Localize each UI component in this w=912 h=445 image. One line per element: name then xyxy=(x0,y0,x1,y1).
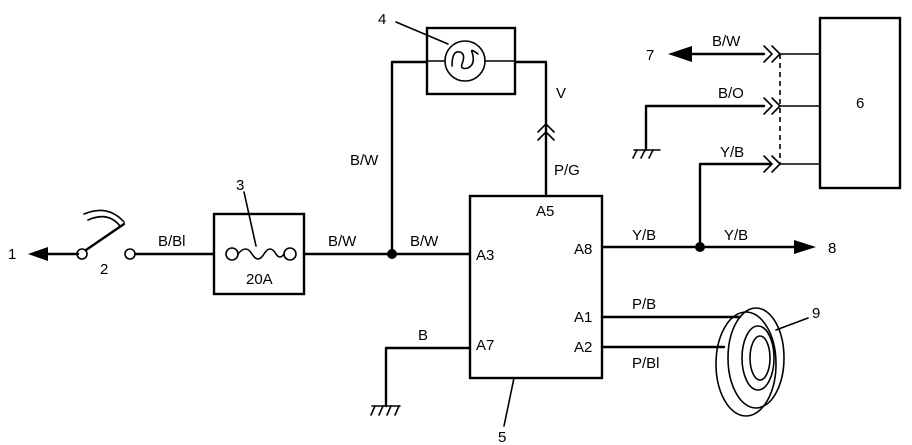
connector-middle xyxy=(763,97,821,115)
callout-8: 8 xyxy=(828,240,836,257)
ignition-switch xyxy=(76,209,136,260)
fuse-rating-label: 20A xyxy=(246,271,273,288)
pin-a1: A1 xyxy=(574,309,592,326)
callout-2: 2 xyxy=(100,261,108,278)
wire-label-b-bl: B/Bl xyxy=(158,233,186,250)
pin-a3: A3 xyxy=(476,247,494,264)
wire-label-b-w-fuse: B/W xyxy=(328,233,357,250)
ground-symbol-b-o xyxy=(632,149,661,159)
pin-a7: A7 xyxy=(476,337,494,354)
callout-3: 3 xyxy=(236,177,244,194)
wire-label-p-bl: P/Bl xyxy=(632,355,660,372)
wire-label-b: B xyxy=(418,327,428,344)
callout-4: 4 xyxy=(378,11,386,28)
wire-label-b-w-lamp: B/W xyxy=(350,152,379,169)
pin-a8: A8 xyxy=(574,241,592,258)
output-arrow-8 xyxy=(794,240,816,254)
ground-symbol-a7 xyxy=(370,405,401,416)
connector-v xyxy=(537,123,555,141)
connector-bottom xyxy=(763,155,821,173)
wire-label-p-g: P/G xyxy=(554,162,580,179)
wire-label-y-b-out: Y/B xyxy=(724,227,748,244)
unit-6 xyxy=(818,16,902,190)
wire-label-y-b-a8: Y/B xyxy=(632,227,656,244)
callout-1: 1 xyxy=(8,246,16,263)
wire-label-y-b-6: Y/B xyxy=(720,144,744,161)
callout-7: 7 xyxy=(646,47,654,64)
wire-label-v: V xyxy=(556,85,566,102)
pin-a5: A5 xyxy=(536,203,554,220)
callout-6: 6 xyxy=(856,95,864,112)
connector-top xyxy=(763,45,821,63)
wire-label-p-b: P/B xyxy=(632,296,656,313)
wire-label-b-w-a3: B/W xyxy=(410,233,439,250)
indicator-lamp xyxy=(425,26,517,96)
fuse-20a xyxy=(212,212,306,296)
pin-a2: A2 xyxy=(574,339,592,356)
output-arrow-1 xyxy=(28,247,80,261)
coil-9 xyxy=(715,307,785,417)
output-arrow-7 xyxy=(668,46,692,62)
control-module xyxy=(468,194,604,380)
callout-5: 5 xyxy=(498,429,506,445)
wire-label-b-w-7: B/W xyxy=(712,33,741,50)
wire-label-b-o: B/O xyxy=(718,85,744,102)
callout-9: 9 xyxy=(812,305,820,322)
